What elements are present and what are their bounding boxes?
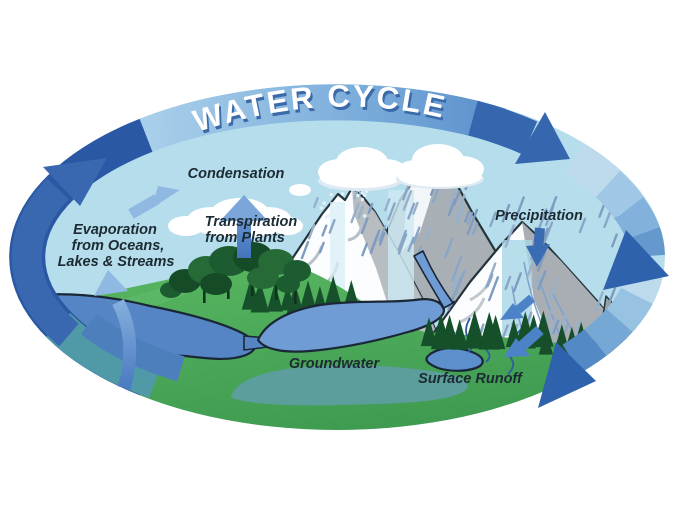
arrow-left-up-body <box>11 178 79 347</box>
snow-dots <box>319 185 369 219</box>
rain-center <box>300 172 479 260</box>
label-evaporation-line2: from Oceans, <box>72 238 165 254</box>
arrow-transpiration <box>220 195 268 258</box>
cloud-rain-left <box>318 147 407 191</box>
mountain-stream <box>413 250 454 309</box>
label-evaporation-line3: Lakes & Streams <box>58 254 175 270</box>
label-evaporation-line1: Evaporation <box>73 222 157 238</box>
groundwater-zone <box>230 365 468 406</box>
label-transpiration-line1: Transpiration <box>205 214 298 230</box>
arrow-topright-head <box>515 112 570 164</box>
arrow-evap-to-cloud <box>128 186 180 219</box>
label-condensation: Condensation <box>188 166 285 182</box>
arrow-left-up-head <box>43 158 107 206</box>
arrow-evaporation <box>94 270 137 390</box>
cloud-rain-right <box>396 144 484 189</box>
lake-central <box>256 298 446 353</box>
label-surface-runoff: Surface Runoff <box>418 371 524 387</box>
label-precipitation: Precipitation <box>495 208 583 224</box>
arrow-right-in-head <box>603 230 669 290</box>
arrow-bottomright-head <box>538 342 596 408</box>
mountain-rivulets <box>511 261 577 339</box>
arrows-runoff-cascade <box>500 294 544 357</box>
title-band <box>139 84 507 152</box>
arrow-topright-body <box>468 100 538 155</box>
label-groundwater: Groundwater <box>289 356 381 372</box>
label-transpiration-line2: from Plants <box>205 230 285 246</box>
arrow-precipitation-small <box>526 227 550 267</box>
